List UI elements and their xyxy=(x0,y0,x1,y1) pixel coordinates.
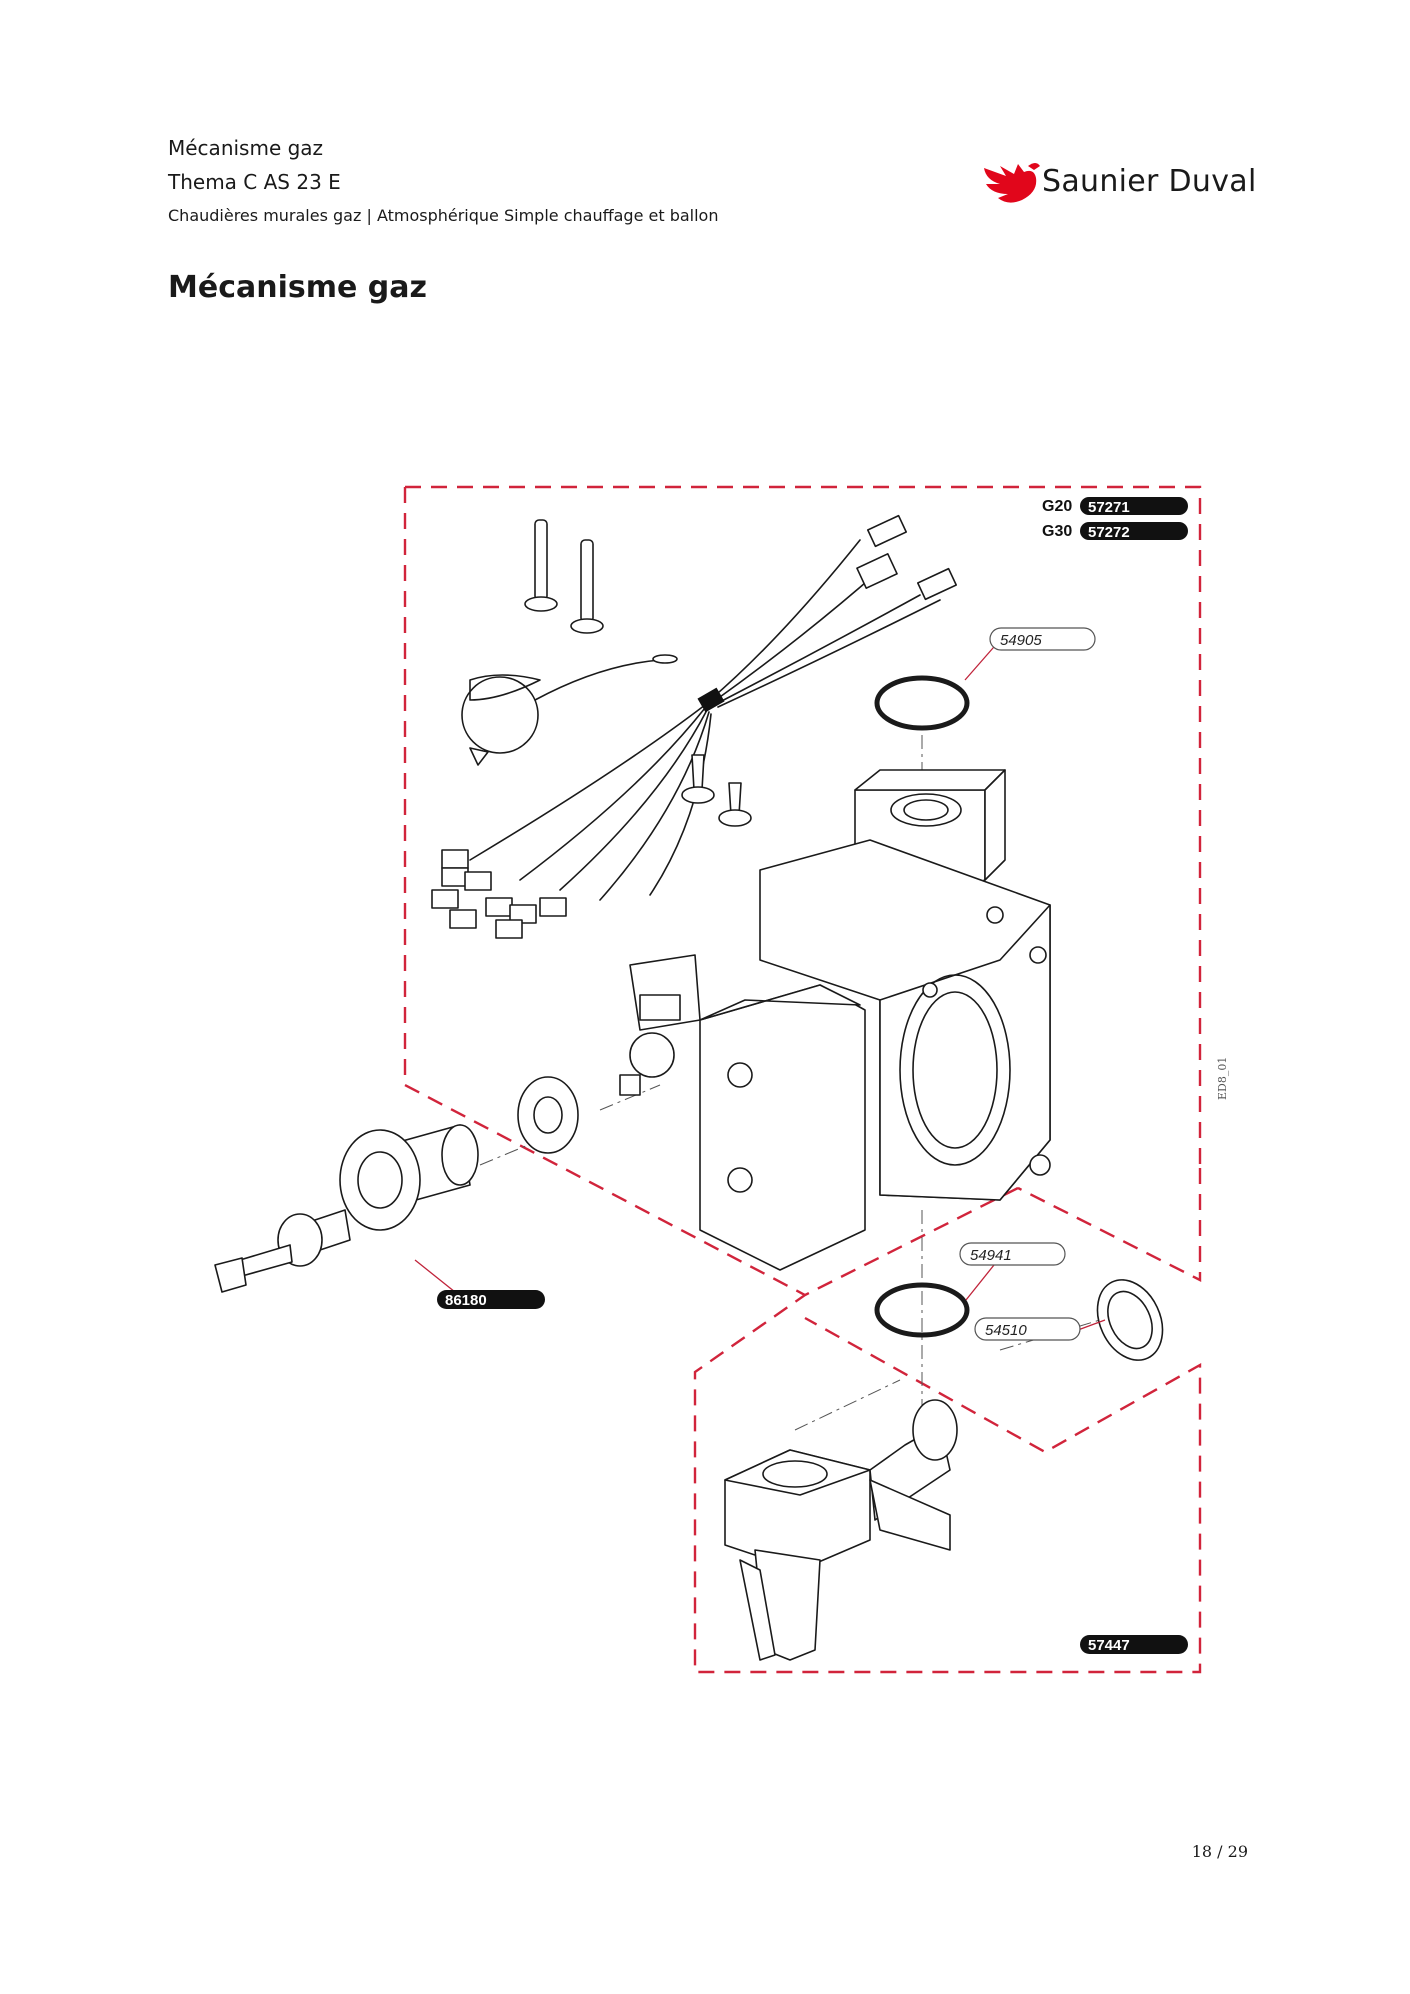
flat-seal xyxy=(1096,1279,1164,1361)
kit-ref-57272: 57272 xyxy=(1088,524,1130,541)
part-ref-54905: 54905 xyxy=(1000,632,1042,649)
header-model: Thema C AS 23 E xyxy=(168,170,341,194)
kit-pill-57272 xyxy=(1080,522,1188,540)
part-ref-57447: 57447 xyxy=(1088,1637,1130,1654)
gas-label-g30: G30 xyxy=(1042,523,1072,540)
oring-bottom xyxy=(874,1282,970,1338)
drawing-code: ED8_01 xyxy=(1216,1057,1229,1100)
brand-bird-icon xyxy=(984,163,1040,203)
part-ref-86180: 86180 xyxy=(445,1292,487,1309)
kit-ref-57271: 57271 xyxy=(1088,499,1130,516)
oring-top xyxy=(874,675,970,731)
gas-valve-body xyxy=(619,769,1051,1271)
wiring-harness xyxy=(431,514,958,939)
part-pill-57447 xyxy=(1080,1635,1188,1654)
part-ref-54941: 54941 xyxy=(970,1247,1012,1264)
kit-outline-main-left xyxy=(403,487,806,1297)
page-title: Mécanisme gaz xyxy=(168,270,427,305)
part-pill-86180 xyxy=(437,1290,545,1309)
fixing-pin-1 xyxy=(524,519,558,612)
part-oval-54905 xyxy=(989,627,1096,651)
leader-86180 xyxy=(414,1259,456,1293)
page-number: 18 / 29 xyxy=(1191,1842,1248,1861)
adjuster-knob xyxy=(214,1124,479,1293)
part-ref-54510: 54510 xyxy=(985,1322,1027,1339)
kit-outline-main xyxy=(405,485,1202,1168)
header-section: Mécanisme gaz xyxy=(168,136,324,160)
outlet-connector xyxy=(724,1399,958,1661)
fixing-pin-2 xyxy=(570,539,604,634)
part-oval-54510 xyxy=(974,1317,1081,1341)
kit-outline-main-right xyxy=(1017,1168,1202,1282)
valve-seal xyxy=(517,1076,579,1154)
part-oval-54941 xyxy=(959,1242,1066,1266)
screw-1 xyxy=(681,754,715,804)
kit-outline-outlet xyxy=(693,1186,1202,1674)
header-category: Chaudières murales gaz | Atmosphérique S… xyxy=(168,206,719,225)
screw-2 xyxy=(718,782,752,827)
kit-pill-57271 xyxy=(1080,497,1188,515)
brand-logo: Saunier Duval xyxy=(1042,164,1257,199)
ignition-cable xyxy=(461,654,678,766)
harness-terminals xyxy=(431,849,567,939)
gas-label-g20: G20 xyxy=(1042,498,1072,515)
axis-outlet xyxy=(794,1319,1101,1431)
leader-54941 xyxy=(965,1259,999,1301)
leader-54510 xyxy=(1077,1319,1106,1331)
